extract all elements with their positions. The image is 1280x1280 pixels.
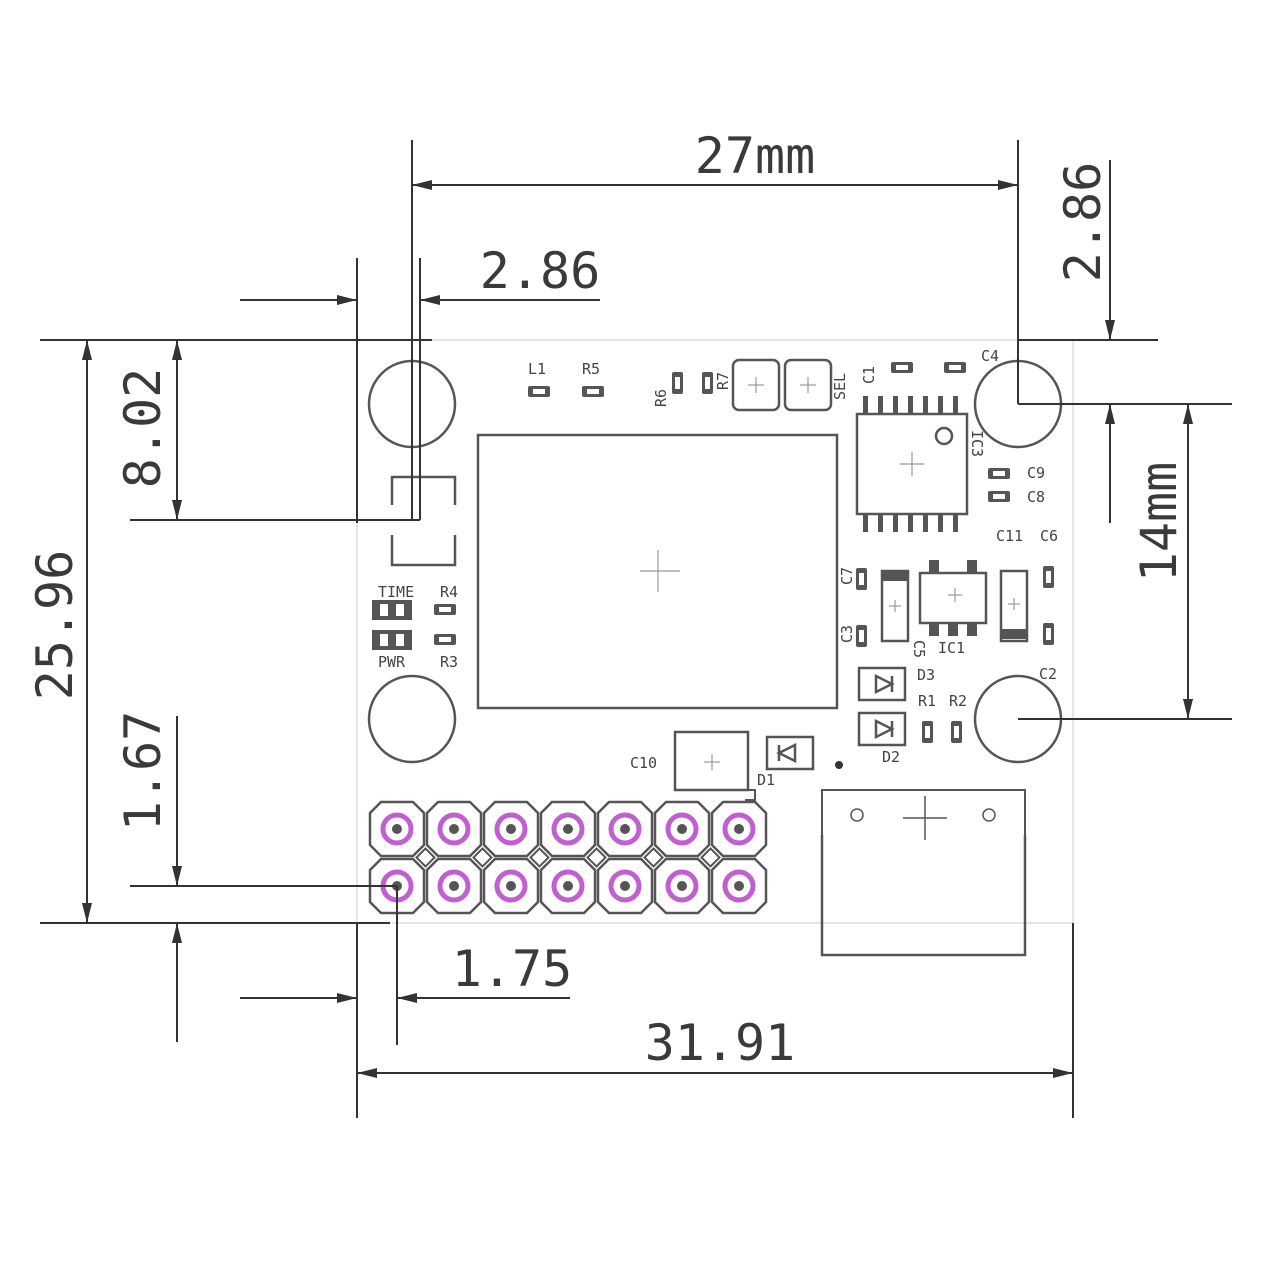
label-c6: C6 [1040,527,1058,545]
diodes [765,666,907,771]
label-c4: C4 [981,347,999,365]
pin-gap-diamond [643,847,664,868]
usb-connector [820,789,1027,957]
dim-left-hole-offset: 2.86 [480,242,600,300]
pin-outline [710,857,768,915]
pin-outline [425,800,483,858]
mounting-hole-bottom-left [367,674,457,764]
label-sel: SEL [831,373,849,400]
label-pwr: PWR [378,653,406,671]
pin-hole [677,824,687,834]
c10-component [673,730,756,801]
pin-outline [653,857,711,915]
pin-outline [425,857,483,915]
pin-hole [392,824,402,834]
label-r7: R7 [714,372,732,390]
component-labels: L1 R5 R6 R7 SEL C1 C4 IC3 C9 C8 C11 C6 C… [378,347,1058,789]
label-c11: C11 [996,527,1023,545]
pin-gap-diamond [586,847,607,868]
pin-gap-diamond [700,847,721,868]
dim-top-hole-offset: 2.86 [1054,162,1112,282]
ic3-chip [855,396,969,532]
dimension-labels: 27mm 2.86 2.86 8.02 25.96 14mm 1.67 1.75… [26,127,1188,1072]
pin-gap-diamond [472,847,493,868]
label-time: TIME [378,583,414,601]
label-c5: C5 [910,640,928,658]
label-r1: R1 [918,692,936,710]
label-r3: R3 [440,653,458,671]
pin-hole [563,881,573,891]
dim-board-width: 31.91 [645,1014,796,1072]
component-bracket [390,475,457,567]
dim-header-offset-vertical: 1.67 [114,711,172,831]
leds [372,600,412,650]
dim-hole-spacing-vertical: 8.02 [114,368,172,488]
label-d1: D1 [757,771,775,789]
pin-outline [596,800,654,858]
label-c9: C9 [1027,464,1045,482]
label-c7: C7 [838,567,856,585]
pin-outline [368,857,426,915]
label-d2: D2 [882,748,900,766]
label-l1: L1 [528,360,546,378]
pin-hole [449,881,459,891]
pin-hole [734,824,744,834]
pin-outline [368,800,426,858]
pin-outline [710,800,768,858]
pin-outline [596,857,654,915]
label-r2: R2 [949,692,967,710]
pin-outline [653,800,711,858]
pin-hole [620,824,630,834]
dim-board-height: 25.96 [26,550,84,701]
pin-hole [620,881,630,891]
label-c10: C10 [630,754,657,772]
pin-hole [677,881,687,891]
pin-gap-diamond [529,847,550,868]
pin-hole [506,824,516,834]
pin-hole [506,881,516,891]
pin-outline [482,800,540,858]
buttons [731,358,833,412]
label-ic1: IC1 [938,639,965,657]
pin-header [368,800,768,915]
pin-outline [482,857,540,915]
label-r4: R4 [440,583,458,601]
pin-outline [539,800,597,858]
dim-hole-pitch-right: 14mm [1130,462,1188,582]
dim-header-offset-horizontal: 1.75 [452,940,572,998]
label-ic3: IC3 [968,430,986,457]
label-r6: R6 [652,389,670,407]
dim-top-width: 27mm [695,127,815,185]
label-d3: D3 [917,666,935,684]
pin-hole [734,881,744,891]
pin-gap-diamond [415,847,436,868]
dimension-lines [40,140,1232,1118]
main-module [476,433,839,710]
label-r5: R5 [582,360,600,378]
label-c8: C8 [1027,488,1045,506]
label-c3: C3 [838,625,856,643]
label-c2: C2 [1039,665,1057,683]
pin-hole [449,824,459,834]
pin-hole [563,824,573,834]
pin-outline [539,857,597,915]
label-c1: C1 [860,366,878,384]
capacitors-ic1 [880,560,1029,643]
